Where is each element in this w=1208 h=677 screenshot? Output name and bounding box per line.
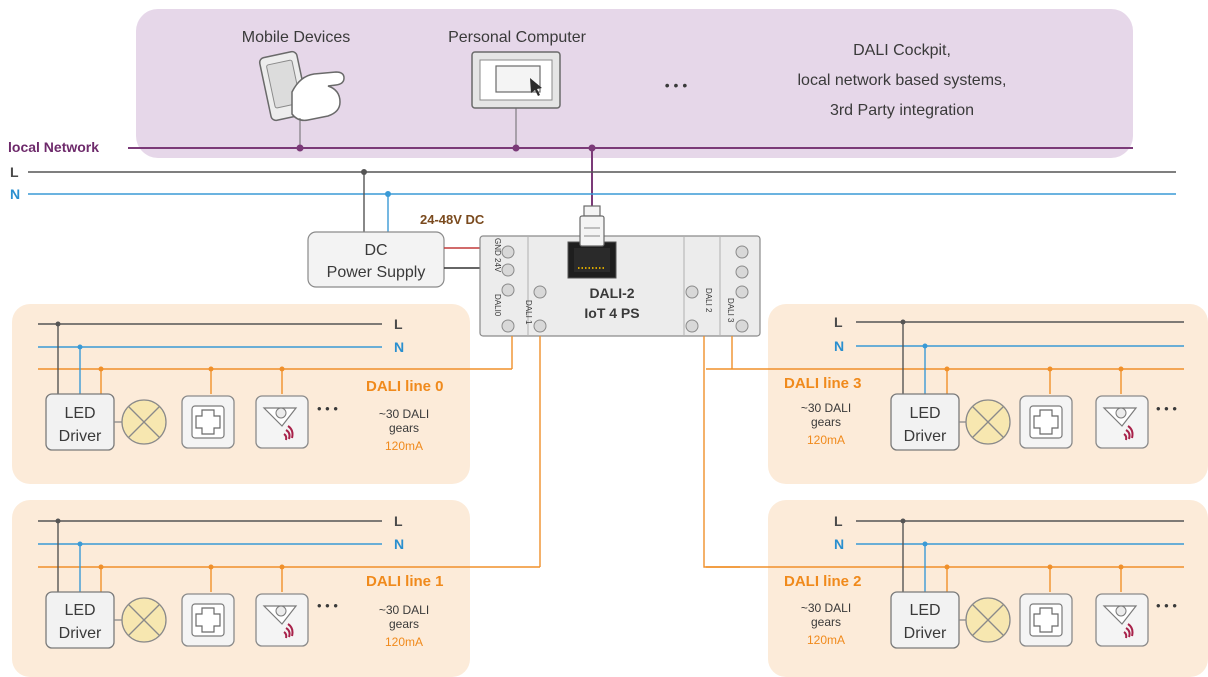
- panel1-more: • • •: [317, 598, 338, 613]
- panel3-led-line2: Driver: [904, 428, 947, 445]
- ethernet-plug-icon: [579, 205, 605, 247]
- network-node-mobile: [296, 144, 304, 152]
- panel0-l-label: L: [394, 316, 403, 332]
- main-l-label: L: [10, 164, 19, 180]
- panel0-led-line2: Driver: [59, 428, 102, 445]
- panel0-gears-line2: gears: [389, 421, 419, 435]
- mobile-device-icon: [258, 50, 345, 148]
- personal-computer-label: Personal Computer: [448, 29, 587, 46]
- panel1-gears-line1: ~30 DALI: [379, 603, 429, 617]
- terminal-screw: [685, 285, 699, 299]
- more-devices-ellipsis: • • •: [665, 77, 688, 93]
- panel0-led-line1: LED: [64, 405, 95, 422]
- panel1-n-label: N: [394, 536, 404, 552]
- terminal-dali0-label: DALI0: [493, 294, 502, 317]
- panel2-gears-line2: gears: [811, 615, 841, 629]
- terminal-screw: [501, 319, 515, 333]
- panel3-l-label: L: [834, 314, 843, 330]
- local-network-label: local Network: [8, 139, 99, 155]
- panel0-n-label: N: [394, 339, 404, 355]
- panel2-gears-line1: ~30 DALI: [801, 601, 851, 615]
- terminal-screw: [685, 319, 699, 333]
- dali-line-3-label: DALI line 3: [784, 375, 862, 392]
- panel1-led-line2: Driver: [59, 625, 102, 642]
- device-name-line2: IoT 4 PS: [584, 305, 639, 321]
- dali-iot-device: [479, 235, 761, 337]
- dali-line-0-label: DALI line 0: [366, 378, 444, 395]
- network-node-pc: [512, 144, 520, 152]
- terminal-screw: [501, 245, 515, 259]
- dali-line-2-panel: [706, 500, 1208, 677]
- terminal-screw: [501, 263, 515, 277]
- terminal-screw: [735, 265, 749, 279]
- terminal-screw: [735, 245, 749, 259]
- terminal-gnd-label: GND: [493, 238, 502, 256]
- dali-line-2-cable: [703, 336, 740, 568]
- terminal-24v-label: 24V: [493, 258, 502, 273]
- dali-line-2-label: DALI line 2: [784, 573, 862, 590]
- panel1-gears-line2: gears: [389, 617, 419, 631]
- psu-label-line1: DC: [364, 242, 387, 259]
- terminal-screw: [533, 285, 547, 299]
- mobile-devices-label: Mobile Devices: [242, 29, 350, 46]
- panel2-led-line1: LED: [909, 602, 940, 619]
- panel3-current: 120mA: [807, 433, 845, 447]
- panel2-n-label: N: [834, 536, 844, 552]
- panel0-current: 120mA: [385, 439, 423, 453]
- dc-power-supply: [307, 231, 445, 288]
- panel3-gears-line2: gears: [811, 415, 841, 429]
- panel3-more: • • •: [1156, 401, 1177, 416]
- terminal-dali2-label: DALI 2: [704, 288, 713, 313]
- network-devices-area: [136, 9, 1133, 158]
- panel2-current: 120mA: [807, 633, 845, 647]
- main-n-label: N: [10, 186, 20, 202]
- voltage-label: 24-48V DC: [420, 212, 485, 227]
- terminal-screw: [735, 285, 749, 299]
- terminal-screw: [533, 319, 547, 333]
- panel2-more: • • •: [1156, 598, 1177, 613]
- systems-line-2: local network based systems,: [798, 72, 1007, 89]
- systems-line-1: DALI Cockpit,: [853, 42, 951, 59]
- terminal-screw: [735, 319, 749, 333]
- panel1-current: 120mA: [385, 635, 423, 649]
- panel0-more: • • •: [317, 401, 338, 416]
- panel3-led-line1: LED: [909, 405, 940, 422]
- terminal-dali3-label: DALI 3: [726, 298, 735, 323]
- psu-label-line2: Power Supply: [327, 264, 426, 281]
- personal-computer-icon: [471, 51, 561, 148]
- terminal-screw: [501, 283, 515, 297]
- dali-line-1-panel: [12, 500, 540, 677]
- ethernet-port-icon: [567, 241, 617, 279]
- panel2-l-label: L: [834, 513, 843, 529]
- dali-line-3-panel: [706, 304, 1208, 484]
- panel1-led-line1: LED: [64, 602, 95, 619]
- device-name-line1: DALI-2: [589, 285, 634, 301]
- dali-line-1-label: DALI line 1: [366, 573, 444, 590]
- panel2-led-line2: Driver: [904, 625, 947, 642]
- systems-line-3: 3rd Party integration: [830, 102, 974, 119]
- panel1-l-label: L: [394, 513, 403, 529]
- panel3-gears-line1: ~30 DALI: [801, 401, 851, 415]
- dali-line-0-panel: [12, 304, 512, 484]
- panel3-n-label: N: [834, 338, 844, 354]
- panel0-gears-line1: ~30 DALI: [379, 407, 429, 421]
- terminal-dali1-label: DALI 1: [524, 300, 533, 325]
